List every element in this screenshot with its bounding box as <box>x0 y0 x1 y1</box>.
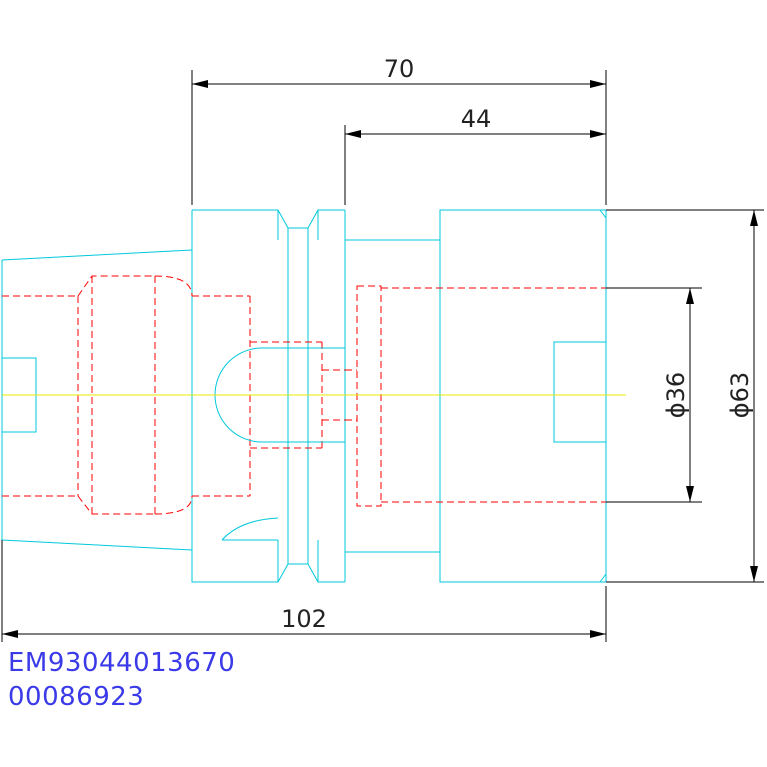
dim-d36-label: ϕ36 <box>662 372 690 418</box>
dim-102-label: 102 <box>281 605 327 633</box>
dimension-lines <box>1 70 764 642</box>
dim-44-label: 44 <box>461 105 492 133</box>
dim-d63-label: ϕ63 <box>726 372 754 418</box>
part-code-line1: EM93044013670 <box>8 648 236 678</box>
part-outline <box>1 209 607 583</box>
dim-70-label: 70 <box>384 55 415 83</box>
hidden-lines <box>2 275 606 515</box>
part-code-line2: 00086923 <box>8 682 145 712</box>
